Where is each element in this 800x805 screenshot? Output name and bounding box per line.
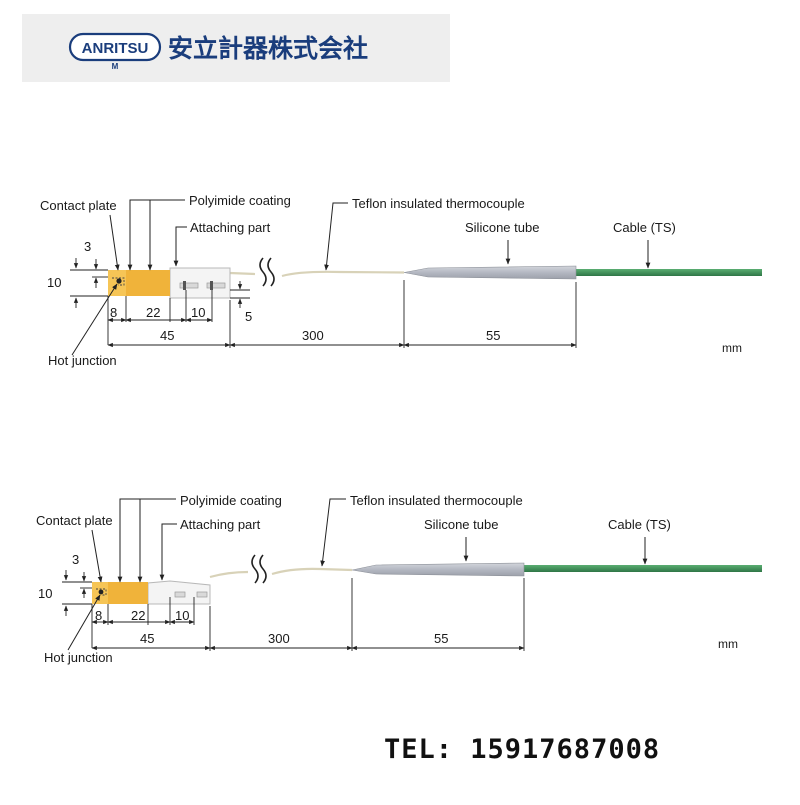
dimension-lines — [70, 258, 577, 348]
probe-diagram-2: Contact plate Polyimide coating Attachin… — [36, 493, 762, 665]
dim-55: 55 — [486, 328, 500, 343]
cable — [524, 565, 762, 572]
cable — [576, 269, 762, 276]
silicone-tube — [351, 562, 525, 577]
label-cable: Cable (TS) — [613, 220, 676, 235]
probe-diagram-1: Contact plate Polyimide coating Attachin… — [40, 193, 762, 368]
dim-3: 3 — [84, 239, 91, 254]
label-attaching: Attaching part — [180, 517, 261, 532]
label-silicone: Silicone tube — [424, 517, 498, 532]
teflon-wire — [281, 270, 405, 278]
dim-22: 22 — [146, 305, 160, 320]
dim-8: 8 — [95, 608, 102, 623]
label-hot-junction: Hot junction — [44, 650, 113, 665]
label-silicone: Silicone tube — [465, 220, 539, 235]
unit-label: mm — [722, 341, 742, 355]
silicone-tube — [403, 265, 577, 280]
dim-10-width: 10 — [191, 305, 205, 320]
anritsu-logo: ANRITSU M — [68, 32, 162, 71]
dim-8: 8 — [110, 305, 117, 320]
hot-junction-dot — [98, 589, 104, 595]
label-polyimide: Polyimide coating — [189, 193, 291, 208]
dim-10-height: 10 — [47, 275, 61, 290]
teflon-wire-start — [209, 570, 249, 579]
label-attaching: Attaching part — [190, 220, 271, 235]
tel-number: TEL: 15917687008 — [384, 734, 660, 765]
dimension-lines — [62, 570, 525, 651]
dim-10-height: 10 — [38, 586, 52, 601]
dim-45: 45 — [160, 328, 174, 343]
dim-300: 300 — [302, 328, 324, 343]
label-hot-junction: Hot junction — [48, 353, 117, 368]
break-symbol — [259, 257, 275, 287]
logo-mark-text: M — [112, 62, 119, 71]
label-contact-plate: Contact plate — [36, 513, 113, 528]
logo-brand-text: ANRITSU — [82, 40, 149, 57]
label-polyimide: Polyimide coating — [180, 493, 282, 508]
dim-10-width: 10 — [175, 608, 189, 623]
dim-3: 3 — [72, 552, 79, 567]
unit-label: mm — [718, 637, 738, 651]
dim-300: 300 — [268, 631, 290, 646]
teflon-wire — [271, 567, 353, 576]
dim-5: 5 — [245, 309, 252, 324]
label-teflon: Teflon insulated thermocouple — [350, 493, 523, 508]
leader-lines — [67, 498, 648, 651]
hot-junction-dot — [116, 278, 122, 284]
leader-lines — [71, 199, 651, 356]
label-cable: Cable (TS) — [608, 517, 671, 532]
dim-45: 45 — [140, 631, 154, 646]
header: ANRITSU M 安立計器株式会社 — [22, 14, 450, 82]
teflon-wire-start — [229, 271, 256, 276]
break-symbol — [251, 554, 267, 584]
label-contact-plate: Contact plate — [40, 198, 117, 213]
dim-22: 22 — [131, 608, 145, 623]
company-name: 安立計器株式会社 — [168, 34, 368, 63]
dim-55: 55 — [434, 631, 448, 646]
label-teflon: Teflon insulated thermocouple — [352, 196, 525, 211]
